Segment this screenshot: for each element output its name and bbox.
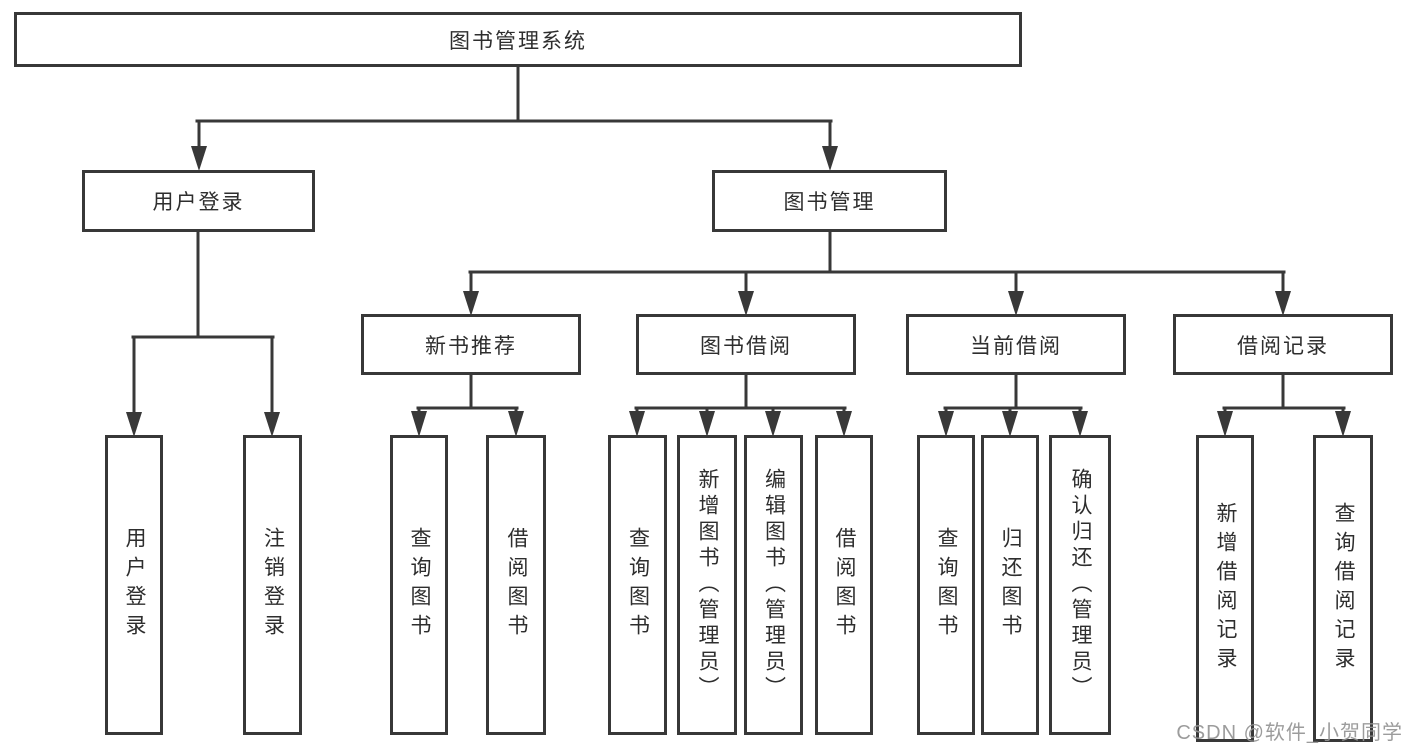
connector-records-to-leaves	[1217, 373, 1351, 437]
node-leaf-return-books: 归还图书	[981, 435, 1039, 735]
node-leaf-borrow-books-2-label: 借阅图书	[833, 527, 856, 643]
node-leaf-query-borrow-record: 查询借阅记录	[1313, 435, 1373, 742]
connector-borrowing-to-leaves	[629, 373, 852, 437]
node-leaf-borrow-books-1-label: 借阅图书	[505, 527, 528, 643]
connector-bookmgmt-to-level3	[463, 229, 1291, 316]
node-leaf-borrow-books-1: 借阅图书	[486, 435, 546, 735]
node-root-label: 图书管理系统	[449, 29, 587, 53]
node-new-book-recommend: 新书推荐	[361, 314, 581, 375]
node-leaf-query-books-3: 查询图书	[917, 435, 975, 735]
node-leaf-confirm-return-admin-label: 确认归还（管理员）	[1069, 468, 1092, 702]
node-current-borrowing: 当前借阅	[906, 314, 1126, 375]
node-leaf-query-books-2-label: 查询图书	[626, 527, 650, 643]
node-leaf-add-borrow-record: 新增借阅记录	[1196, 435, 1254, 742]
node-leaf-user-login: 用户登录	[105, 435, 163, 735]
node-leaf-user-login-label: 用户登录	[123, 527, 146, 643]
node-leaf-query-books-3-label: 查询图书	[935, 527, 958, 643]
connector-newbook-to-leaves	[411, 373, 524, 437]
node-new-book-recommend-label: 新书推荐	[425, 334, 517, 358]
node-user-login-label: 用户登录	[152, 191, 245, 214]
node-borrowing-records: 借阅记录	[1173, 314, 1393, 375]
watermark: CSDN @软件_小贺同学	[1176, 722, 1403, 744]
node-book-borrowing: 图书借阅	[636, 314, 856, 375]
node-leaf-query-books-1: 查询图书	[390, 435, 448, 735]
node-leaf-return-books-label: 归还图书	[999, 527, 1022, 643]
node-leaf-logout-label: 注销登录	[261, 527, 285, 643]
node-leaf-confirm-return-admin: 确认归还（管理员）	[1049, 435, 1111, 735]
node-borrowing-records-label: 借阅记录	[1237, 334, 1329, 358]
node-current-borrowing-label: 当前借阅	[970, 334, 1062, 358]
node-leaf-query-books-1-label: 查询图书	[408, 527, 431, 643]
node-book-management: 图书管理	[712, 170, 947, 232]
node-leaf-query-books-2: 查询图书	[608, 435, 667, 735]
node-leaf-logout: 注销登录	[243, 435, 302, 735]
node-user-login: 用户登录	[82, 170, 315, 232]
node-leaf-add-books-admin: 新增图书（管理员）	[677, 435, 737, 735]
connector-current-to-leaves	[938, 373, 1088, 437]
connector-root-to-level2	[191, 65, 838, 171]
node-leaf-add-books-admin-label: 新增图书（管理员）	[696, 468, 719, 702]
node-root: 图书管理系统	[14, 12, 1022, 67]
connector-userlogin-to-leaves	[126, 229, 280, 437]
node-leaf-borrow-books-2: 借阅图书	[815, 435, 873, 735]
node-book-management-label: 图书管理	[783, 191, 876, 214]
node-leaf-query-borrow-record-label: 查询借阅记录	[1332, 501, 1355, 676]
node-leaf-edit-books-admin: 编辑图书（管理员）	[744, 435, 803, 735]
node-book-borrowing-label: 图书借阅	[700, 334, 792, 358]
node-leaf-edit-books-admin-label: 编辑图书（管理员）	[762, 468, 786, 702]
node-leaf-add-borrow-record-label: 新增借阅记录	[1214, 501, 1237, 676]
